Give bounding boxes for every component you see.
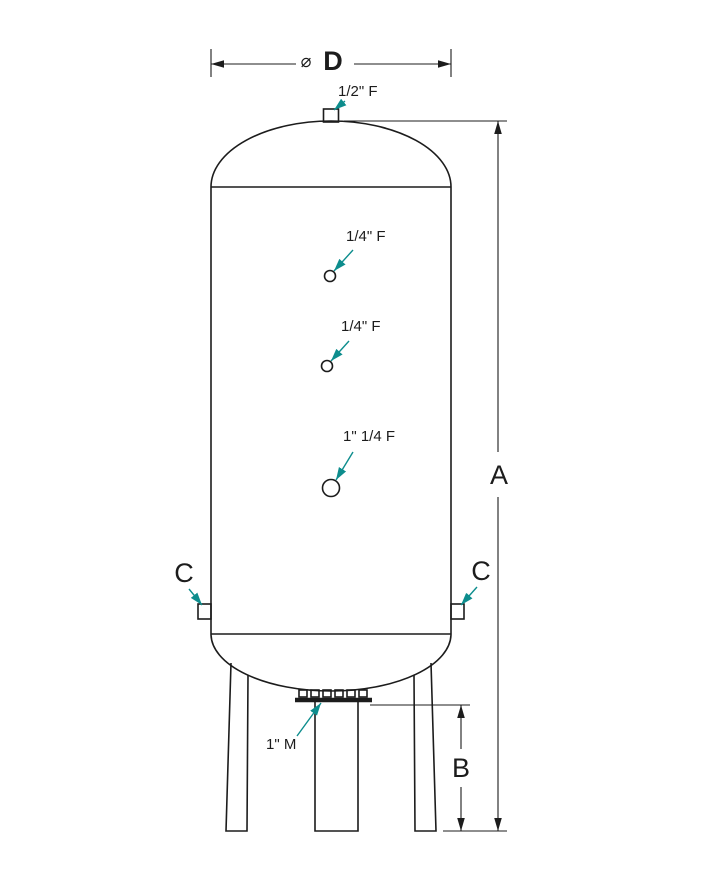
- lower-port-label: 1" 1/4 F: [343, 428, 395, 445]
- leg-left: [225, 662, 249, 832]
- diameter-symbol-label: ⌀: [301, 51, 312, 71]
- callouts: [188, 98, 478, 737]
- top-port-callout: [333, 98, 347, 111]
- side-port-callout-left: [188, 588, 203, 606]
- middle-port-callout: [330, 340, 350, 362]
- upper-port-callout: [333, 249, 354, 272]
- labels: ⌀ D A B C C 1/2" F 1/4" F 1/4" F 1" 1/4 …: [174, 46, 508, 783]
- port-middle-circle: [320, 359, 334, 373]
- lower-port-callout: [335, 451, 354, 481]
- leg-height-label: B: [452, 753, 470, 783]
- bottom-port-callout: [296, 702, 322, 737]
- flange-bolt: [298, 689, 308, 698]
- top-port-label: 1/2" F: [338, 83, 378, 100]
- port-upper-circle: [323, 269, 337, 283]
- dimensions: [210, 49, 507, 832]
- upper-port-label: 1/4" F: [346, 228, 386, 245]
- side-nozzle-left: [197, 603, 212, 620]
- tank-top-dome: [210, 120, 452, 188]
- side-nozzle-right: [450, 603, 465, 620]
- flange-bolt: [346, 689, 356, 698]
- flange-bolt: [322, 689, 332, 698]
- top-nozzle: [322, 108, 340, 123]
- height-label: A: [490, 460, 508, 490]
- leg-center: [314, 702, 359, 832]
- side-port-label-left: C: [174, 558, 194, 588]
- bottom-port-label: 1" M: [266, 736, 296, 753]
- diameter-label: D: [323, 46, 343, 76]
- flange-bolt: [334, 689, 344, 698]
- flange-bolt: [310, 689, 320, 698]
- middle-port-label: 1/4" F: [341, 318, 381, 335]
- flange-bolt: [358, 689, 368, 698]
- leg-right: [413, 662, 437, 832]
- tank-outline: [197, 108, 465, 832]
- side-port-callout-right: [460, 586, 478, 606]
- tank-bottom-dome: [210, 633, 452, 692]
- port-lower-circle: [321, 478, 341, 498]
- side-port-label-right: C: [471, 556, 491, 586]
